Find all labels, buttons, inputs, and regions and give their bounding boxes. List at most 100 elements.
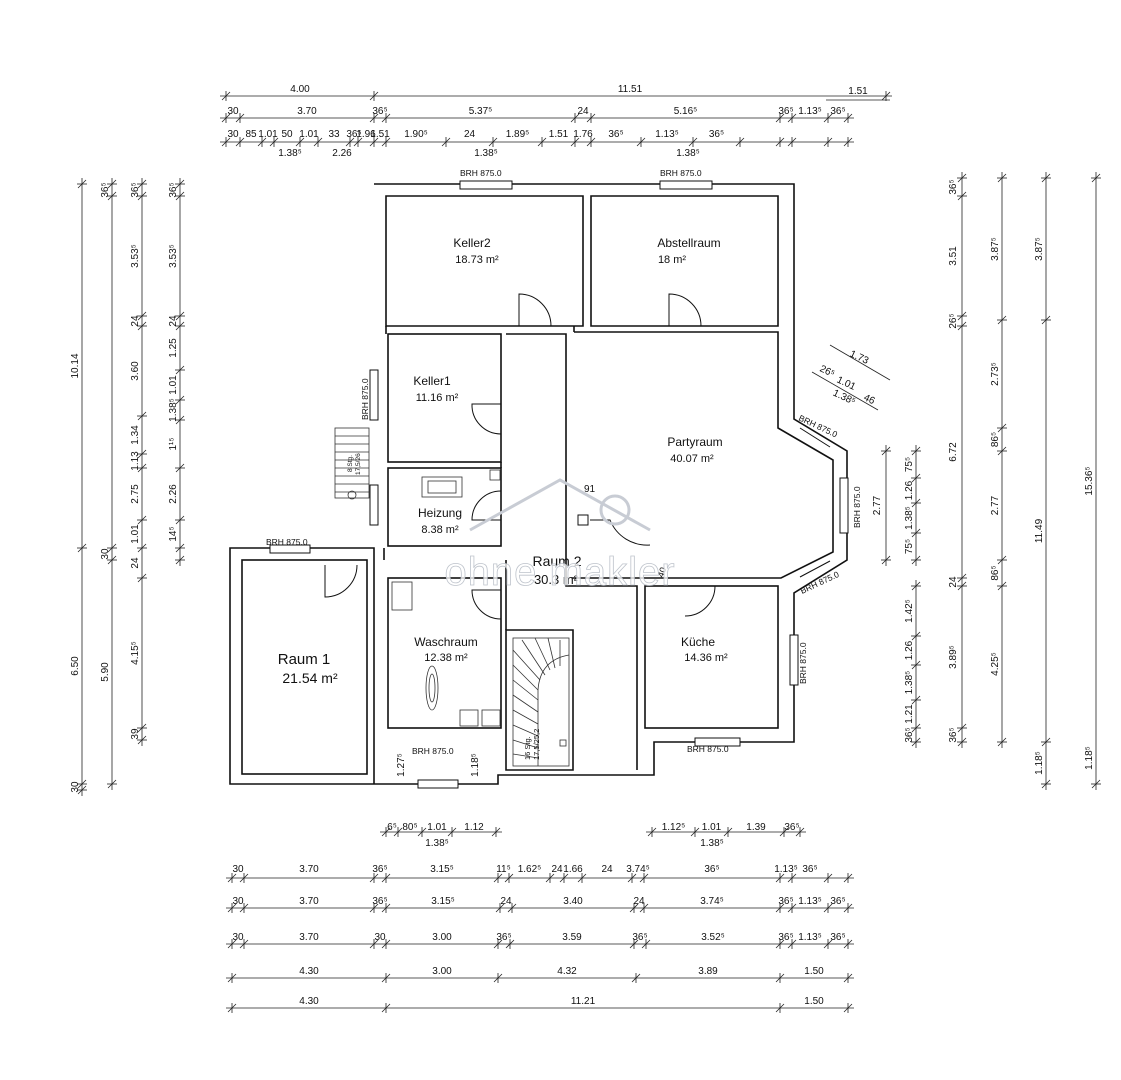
dim-inner-bl-tick-2 [417,827,427,837]
dim-right-d-tick-5 [997,581,1007,591]
dim-inner-br-sub: 1.38⁵ [700,838,724,849]
stairs-small-start-circle [347,490,357,500]
brh-kueche-right: BRH 875.0 [798,642,808,684]
stairs-small [334,427,370,500]
dim-bot-2-label-1: 3.70 [299,932,319,943]
windows [269,180,849,789]
cabinet-icon [391,581,413,611]
dim-left-inner-tick-6 [137,463,147,473]
wall-stairwell [505,629,574,771]
dim-bot-0-tick-5 [504,873,514,883]
room-heizung-area: 8.38 m² [421,524,459,536]
fixtures [391,469,501,727]
stairs-main [512,637,570,767]
dim-right-d-label-0: 3.87⁵ [990,237,1001,261]
dim-top-2-label-6: 36⁵ [346,129,361,140]
room-abstellraum-name: Abstellraum [657,236,720,250]
stairs-main-outline [512,637,570,767]
stairs-main-treads [512,637,561,759]
dim-bot-1-tick-4 [495,903,505,913]
dim-top-2-label-7: 1.96 [356,129,376,140]
room-raum1-area: 21.54 m² [282,670,338,686]
room-partyraum-name: Partyraum [667,435,722,449]
room-labels: Keller2 18.73 m² Abstellraum 18 m² Kelle… [278,236,728,686]
dim-inner-br-tick-3 [779,827,789,837]
dim-left-inner-tick-2 [137,311,147,321]
dim-right-e-tick-2 [1041,737,1051,747]
room-abstellraum-area: 18 m² [658,254,686,266]
dim-right-b-label-1: 1.26 [904,640,915,660]
dim-bot-0-tick-0 [227,873,237,883]
dim-right-d-label-1: 2.73⁵ [990,362,1001,386]
stair-small-ratio: 17,5/26 [355,453,362,475]
dim-left-mid-tick-0 [107,179,117,189]
dim-bot-3-tick-3 [631,973,641,983]
dryer-icon [481,709,501,727]
dim-bot-3-tick-0 [227,973,237,983]
dim-top-2-tick-9 [381,137,391,147]
dim-left-inner-tick-5 [137,449,147,459]
dim-top-2-tick-8 [369,137,379,147]
dim-bot-0-label-4: 11⁵ [496,864,511,875]
dim-bot-2-tick-8 [775,939,785,949]
dim-bay-label-4: 46 [862,392,877,407]
brh-keller2: BRH 875.0 [460,168,502,178]
dim-left-mid-tick-1 [107,191,117,201]
dim-top-2-tick-21 [843,137,853,147]
dim-top-2-label-16: 36⁵ [709,129,724,140]
dim-bot-2-tick-2 [369,939,379,949]
dim-top-0-tick-1 [369,91,379,101]
dim-left-inner2-tick-3 [175,321,185,331]
dim-bot-2-tick-10 [823,939,833,949]
wall-heizung [387,467,502,547]
dim-top-2-tick-20 [823,137,833,147]
dim-bot-2-tick-4 [493,939,503,949]
dim-left-mid-tick-4 [107,779,117,789]
dim-left-inner2-label-0: 36⁵ [168,182,179,197]
dim-left-inner2-label-3: 1.25 [168,338,179,358]
boiler-inner [427,480,457,494]
dim-left-inner2-tick-1 [175,191,185,201]
dim-top-0-label-1: 11.51 [618,84,643,95]
window-waschraum [417,779,459,789]
dim-left-inner-tick-10 [137,723,147,733]
dim-bot-4-label-0: 4.30 [299,996,319,1007]
dim-right-b-tick-3 [911,695,921,705]
dim-bot-4-label-2: 1.50 [804,996,824,1007]
dim-bot-1-tick-3 [381,903,391,913]
dim-top-2-label-5: 33 [328,129,340,140]
dim-bot-0-label-2: 36⁵ [372,864,387,875]
dim-bot-4-tick-0 [227,1003,237,1013]
dim-top-2-label-10: 24 [464,129,476,140]
dim-bot-3-label-2: 4.32 [557,966,577,977]
wall-keller1 [387,333,502,463]
dim-inner-br-label-0: 1.12⁵ [662,822,686,833]
dim-top-1-tick-9 [843,113,853,123]
dim-bot-1-tick-9 [787,903,797,913]
dim-bot-0-tick-12 [787,873,797,883]
dim-bot-1-label-1: 3.70 [299,896,319,907]
dim-top-3-label-2: 1.38⁵ [474,148,498,159]
dim-top-1-label-2: 36⁵ [372,106,387,117]
dim-left-inner-label-5: 1.13 [130,451,141,471]
dim-bay-line-0 [829,344,891,381]
dim-bot-0-label-5: 1.62⁵ [518,864,542,875]
door-partyraum [590,519,651,546]
dim-left-mid-tick-3 [107,555,117,565]
dim-right-e-label-0: 3.87⁵ [1034,237,1045,261]
dim-right-e-label-1: 11.49 [1034,518,1045,543]
dim-bot-2-tick-9 [787,939,797,949]
dim-left-inner-label-7: 1.01 [130,524,141,544]
dim-bot-0-label-6: 24 [551,864,563,875]
dim-bot-0-label-8: 24 [601,864,613,875]
dim-bot-1-tick-2 [369,903,379,913]
room-keller1-name: Keller1 [413,374,451,388]
dim-left-inner-tick-11 [137,735,147,745]
dim-right-c-tick-1 [957,191,967,201]
dim-left-inner2-label-1: 3.53⁵ [168,244,179,268]
dim-bot-1-label-3: 3.15⁵ [431,896,455,907]
room-waschraum-name: Waschraum [414,635,478,649]
dim-right-a-tick-1 [881,555,891,565]
dim-top-2-tick-15 [636,137,646,147]
